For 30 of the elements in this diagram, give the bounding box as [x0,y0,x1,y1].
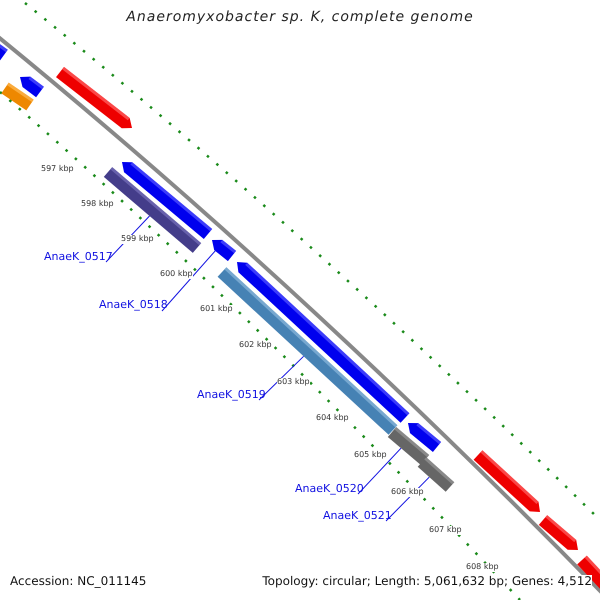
tick-label: 605 kbp [354,451,387,460]
tick-label: 606 kbp [391,488,424,497]
leader-line [358,448,402,494]
tick-label: 602 kbp [239,341,272,350]
tick-label: 607 kbp [429,526,462,535]
gene-bar [212,240,236,262]
gene-label: AnaeK_0520 [295,483,364,496]
gene-bar [408,423,442,452]
gene-label: AnaeK_0519 [197,389,266,402]
gene-label: AnaeK_0517 [44,251,113,264]
tick-label: 604 kbp [316,414,349,423]
leader-line [258,356,304,400]
gene-bar [0,44,8,60]
tick-label: 600 kbp [160,270,193,279]
gene-bar [56,66,132,128]
tick-label: 598 kbp [81,200,114,209]
gene-bar [20,76,44,98]
genome-stats-text: Topology: circular; Length: 5,061,632 bp; Genes: 4,512 [262,575,592,588]
leader-line [162,250,216,312]
gene-bar [538,515,578,550]
accession-text: Accession: NC_011145 [10,575,146,588]
tick-label: 599 kbp [121,235,154,244]
tick-label: 601 kbp [200,305,233,314]
tick-label: 608 kbp [466,563,499,572]
gene-label: AnaeK_0521 [323,510,392,522]
genome-title: Anaeromyxobacter sp. K, complete genome [126,9,474,25]
gene-bar [474,450,540,512]
tick-label: 597 kbp [41,165,74,174]
gene-label: AnaeK_0518 [99,299,168,312]
tick-label: 603 kbp [277,378,310,387]
